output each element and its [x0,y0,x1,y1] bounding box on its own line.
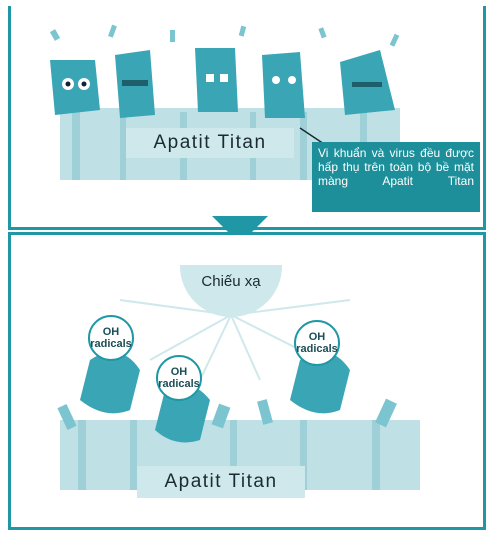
radical-figures [80,352,350,443]
creature-1 [50,60,100,115]
creature-2 [115,50,155,118]
surface-label-top: Apatit Titan [126,128,294,158]
surface-label-bottom: Apatit Titan [137,466,305,498]
creature-3 [195,48,238,112]
creature-4 [262,52,305,118]
creature-5 [340,50,395,115]
down-arrow-icon [212,216,268,244]
callout-box: Vi khuẩn và virus đều được hấp thụ trên … [312,142,480,212]
